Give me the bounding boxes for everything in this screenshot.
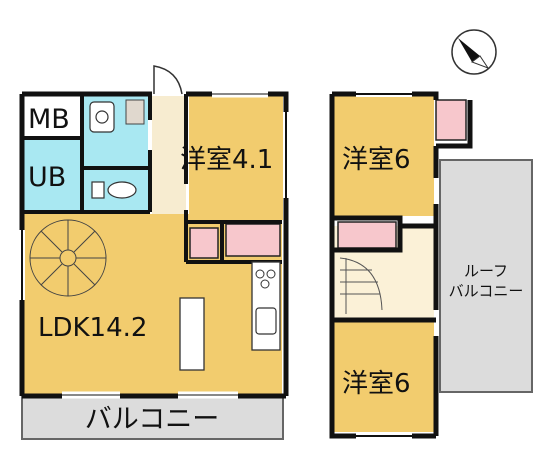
window-right-side	[283, 112, 289, 198]
storage-small	[125, 99, 145, 125]
closet-right-upper	[435, 99, 467, 141]
corridor-left	[152, 96, 186, 214]
kitchen-island	[179, 297, 205, 371]
walls-right-unit	[329, 91, 473, 439]
entrance-door[interactable]	[153, 65, 183, 95]
roof-balcony-label-2: バルコニー	[449, 282, 524, 300]
room-label-western-upper-left: 洋室4.1	[180, 145, 273, 175]
room-label-western-upper-right: 洋室6	[342, 145, 411, 175]
roof-balcony-label-1: ルーフ	[464, 262, 508, 280]
balcony-bottom-label: バルコニー	[85, 404, 219, 435]
toilet-icon	[91, 181, 137, 199]
mb-area	[24, 96, 80, 136]
closet-left-1	[189, 227, 219, 259]
western-room-upper-left	[189, 96, 283, 220]
window-room-top	[212, 90, 268, 98]
inner-walls-left	[22, 94, 282, 264]
washbasin-icon	[89, 101, 115, 133]
closet-left-2	[225, 223, 281, 257]
closet-right-mid	[337, 221, 397, 249]
room-label-ldk: LDK14.2	[38, 313, 147, 343]
balcony-bottom	[21, 396, 284, 440]
window-right-top	[356, 91, 412, 97]
spiral-staircase-icon-upper	[339, 257, 383, 314]
room-label-western-lower-right: 洋室6	[342, 369, 411, 399]
kitchen-sink-icon	[255, 307, 277, 335]
window-right-bottom	[356, 433, 412, 439]
western-room-upper-right	[334, 96, 434, 216]
stove-icon	[255, 269, 276, 289]
spiral-staircase-icon	[29, 219, 107, 297]
window-ldk-bottom	[62, 391, 238, 399]
walls-left-unit	[19, 91, 289, 399]
window-left-side	[19, 230, 25, 300]
roof-balcony	[439, 159, 533, 393]
western-room-lower-right	[334, 322, 434, 432]
room-label-ub: UB	[28, 162, 66, 193]
north-compass-icon	[451, 29, 497, 75]
room-label-mb: MB	[28, 104, 70, 135]
ub-area	[24, 140, 80, 210]
